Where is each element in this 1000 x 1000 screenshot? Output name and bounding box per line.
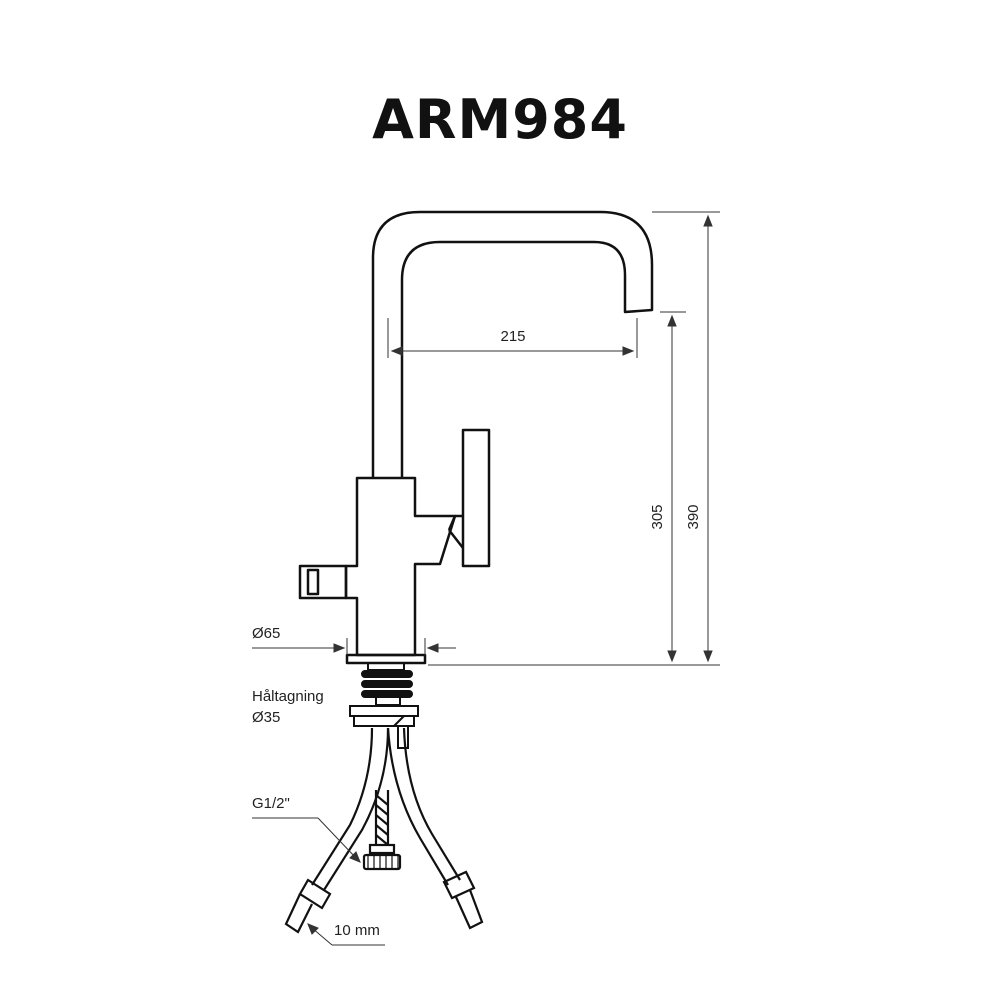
product-title: ARM984 <box>372 88 628 151</box>
pipe-label: 10 mm <box>334 922 380 939</box>
hole-diameter-label: Ø35 <box>252 709 280 726</box>
dimension-lines <box>252 211 720 946</box>
base-diameter-label: Ø65 <box>252 625 280 642</box>
faucet-body <box>344 476 457 657</box>
base-plate <box>345 653 427 665</box>
mounting-assembly <box>349 662 419 749</box>
reach-label: 215 <box>500 328 525 345</box>
lever-handle <box>461 428 491 568</box>
spout-height-label: 305 <box>649 504 666 529</box>
faucet-drawing <box>298 210 654 665</box>
spout <box>371 210 654 478</box>
total-height-label: 390 <box>685 504 702 529</box>
supply-hoses <box>284 727 484 934</box>
connection-label: G1/2" <box>252 795 290 812</box>
side-valve-knob <box>298 564 348 600</box>
hole-label: Håltagning <box>252 688 324 705</box>
